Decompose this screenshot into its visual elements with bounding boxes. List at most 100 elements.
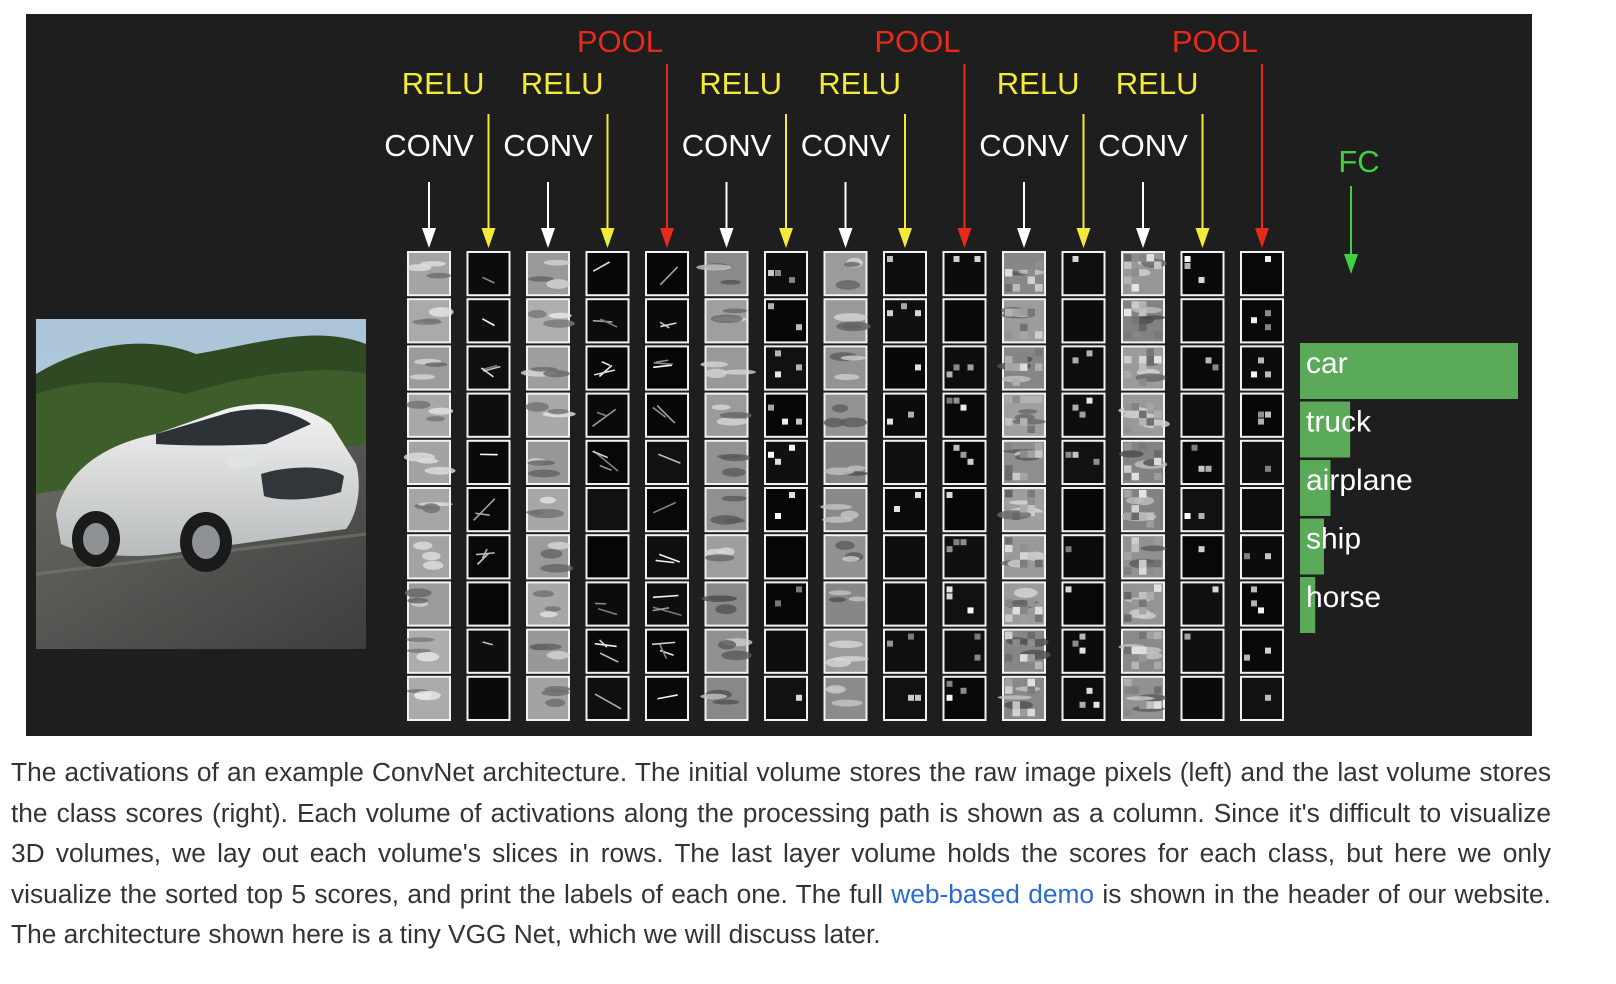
activation-column-4: [585, 251, 630, 721]
activation-slice: [645, 439, 689, 485]
activation-slice: [997, 675, 1046, 721]
activation-slice: [1002, 581, 1046, 627]
activation-slice: [764, 534, 808, 580]
layer-label-relu: RELU: [402, 66, 485, 101]
activation-slice: [823, 439, 869, 485]
activation-slice: [704, 392, 752, 438]
activation-slice: [585, 345, 630, 391]
activation-slice: [466, 251, 511, 297]
activation-slice: [1240, 675, 1284, 721]
layer-arrow-head: [838, 228, 853, 248]
activation-slice: [404, 581, 451, 627]
activation-slice: [645, 534, 689, 580]
activation-column-10: [942, 251, 987, 721]
activation-slice: [942, 251, 987, 297]
activation-slice: [883, 487, 927, 533]
layer-arrow-head: [898, 228, 912, 248]
layer-arrow-head: [1076, 228, 1091, 248]
activation-column-8: [820, 251, 871, 721]
activation-slice: [1061, 251, 1106, 297]
activation-slice: [1061, 675, 1106, 721]
layer-arrows: [422, 64, 1269, 248]
class-score-ship: ship: [1300, 518, 1361, 575]
activation-slice: [942, 439, 987, 485]
activation-slice: [1240, 392, 1284, 438]
activation-slice: [1240, 581, 1284, 627]
web-demo-link[interactable]: web-based demo: [891, 878, 1095, 909]
activation-slice: [466, 298, 511, 344]
activation-slice: [883, 675, 927, 721]
activation-slice: [823, 628, 869, 674]
activation-slice: [585, 251, 630, 297]
activation-slice: [1061, 298, 1106, 344]
activation-column-12: [1061, 251, 1106, 721]
layer-arrow-head: [1017, 228, 1031, 248]
activation-slice: [466, 534, 511, 580]
activation-slice: [1002, 628, 1051, 674]
score-bar: [1300, 343, 1518, 399]
activation-slice: [823, 345, 868, 391]
layer-label-conv: CONV: [801, 128, 891, 163]
activation-slice: [823, 581, 868, 627]
activation-slice: [942, 392, 987, 438]
activation-column-11: [996, 251, 1051, 721]
layer-label-conv: CONV: [1098, 128, 1188, 163]
activation-slice: [883, 345, 927, 391]
layer-label-pool: POOL: [874, 24, 960, 59]
activation-slice: [406, 392, 454, 438]
layer-label-relu: RELU: [699, 66, 782, 101]
class-label: horse: [1306, 581, 1381, 614]
layer-arrow-head: [1136, 228, 1150, 248]
layer-label-pool: POOL: [577, 24, 663, 59]
layer-arrow-head: [660, 228, 674, 248]
activation-slice: [1061, 439, 1106, 485]
activation-slice: [1240, 439, 1284, 485]
activation-slice: [1121, 581, 1165, 627]
activation-slice: [1061, 345, 1106, 391]
input-car-image: [35, 319, 367, 649]
activation-slice: [996, 345, 1046, 391]
activation-slice: [942, 345, 987, 391]
activation-slice: [820, 487, 868, 533]
fc-arrow: [1344, 186, 1358, 274]
activation-column-6: [696, 251, 756, 721]
activation-slice: [1180, 298, 1225, 344]
activation-slice: [1121, 675, 1167, 721]
activation-slice: [700, 675, 749, 721]
activation-slice: [1240, 628, 1284, 674]
activation-column-15: [1240, 251, 1284, 721]
score-bar: [1300, 460, 1331, 516]
activation-slice: [823, 675, 868, 721]
activation-slice: [701, 581, 749, 627]
activation-slice: [764, 487, 808, 533]
class-score-airplane: airplane: [1300, 460, 1413, 516]
activation-column-13: [1118, 251, 1170, 721]
activation-slice: [526, 251, 571, 297]
activation-slice: [764, 439, 808, 485]
activation-slice: [1121, 251, 1167, 297]
layer-arrow-head: [779, 228, 793, 248]
activation-slice: [1061, 628, 1106, 674]
activation-slice: [645, 251, 689, 297]
fc-label: FC: [1338, 144, 1379, 179]
figure-canvas: CONVRELUCONVRELUPOOLCONVRELUCONVRELUPOOL…: [35, 24, 1518, 721]
activation-slice: [704, 439, 751, 485]
activation-slice: [406, 251, 451, 297]
activation-slice: [764, 581, 808, 627]
layer-label-conv: CONV: [682, 128, 772, 163]
activation-column-7: [764, 251, 808, 721]
activation-slice: [823, 534, 868, 580]
activation-slice: [764, 345, 808, 391]
activation-slice: [585, 439, 630, 485]
activation-column-3: [520, 251, 576, 721]
score-bar: [1300, 401, 1351, 458]
activation-slice: [407, 534, 451, 580]
activation-slice: [1061, 392, 1106, 438]
activation-slice: [466, 345, 511, 391]
activation-slice: [704, 298, 749, 344]
activation-slice: [997, 487, 1046, 533]
activation-slice: [407, 298, 454, 344]
activation-slice: [1118, 628, 1165, 674]
activation-slice: [883, 439, 927, 485]
